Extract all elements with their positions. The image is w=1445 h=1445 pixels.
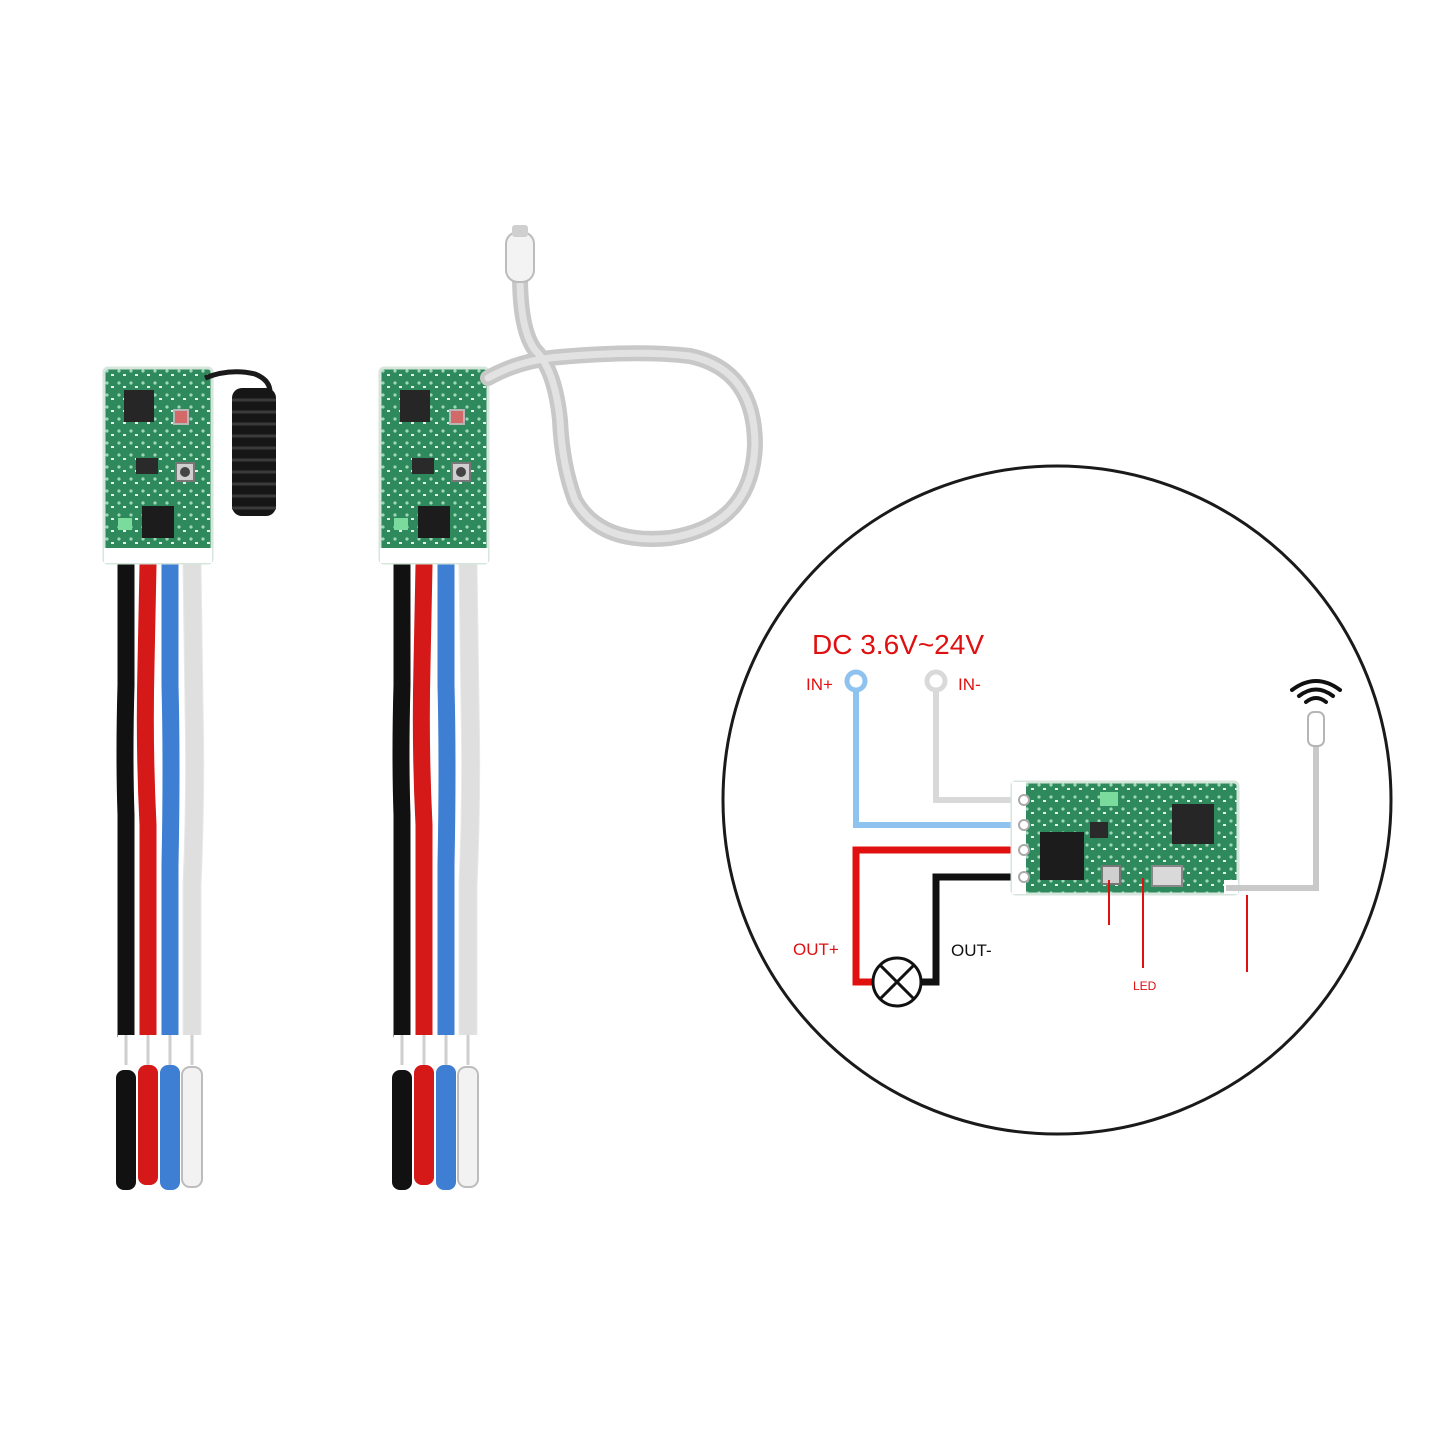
looped-wire-antenna	[480, 225, 764, 547]
out-plus-wire	[852, 846, 1020, 986]
wiring-diagram: DC 3.6V~24V IN+ IN- OUT+ OUT-	[721, 464, 1393, 1136]
out-minus-label: OUT-	[951, 941, 992, 960]
in-plus-wire	[853, 690, 1020, 828]
module-spring-antenna	[102, 366, 276, 1190]
supply-voltage-label: DC 3.6V~24V	[812, 629, 984, 660]
pcb-board-left	[102, 366, 214, 565]
module-wire-antenna	[378, 225, 764, 1190]
antenna-tip	[1307, 711, 1325, 747]
in-minus-terminal	[924, 669, 948, 693]
receiver-board	[1010, 780, 1240, 896]
in-plus-terminal	[844, 669, 868, 693]
led-label: LED	[1133, 979, 1157, 993]
wire-bundle-right	[392, 565, 490, 1190]
in-minus-label: IN-	[958, 675, 981, 694]
lamp-symbol	[871, 956, 923, 1008]
wireless-signal-icon	[1290, 679, 1342, 704]
spring-antenna	[204, 369, 276, 516]
antenna-wire	[1226, 745, 1319, 891]
in-minus-wire	[933, 690, 1020, 803]
in-plus-label: IN+	[806, 675, 833, 694]
out-minus-wire	[922, 873, 1020, 986]
pcb-board-right	[378, 366, 490, 565]
out-plus-label: OUT+	[793, 940, 839, 959]
wire-bundle-left	[116, 565, 214, 1190]
